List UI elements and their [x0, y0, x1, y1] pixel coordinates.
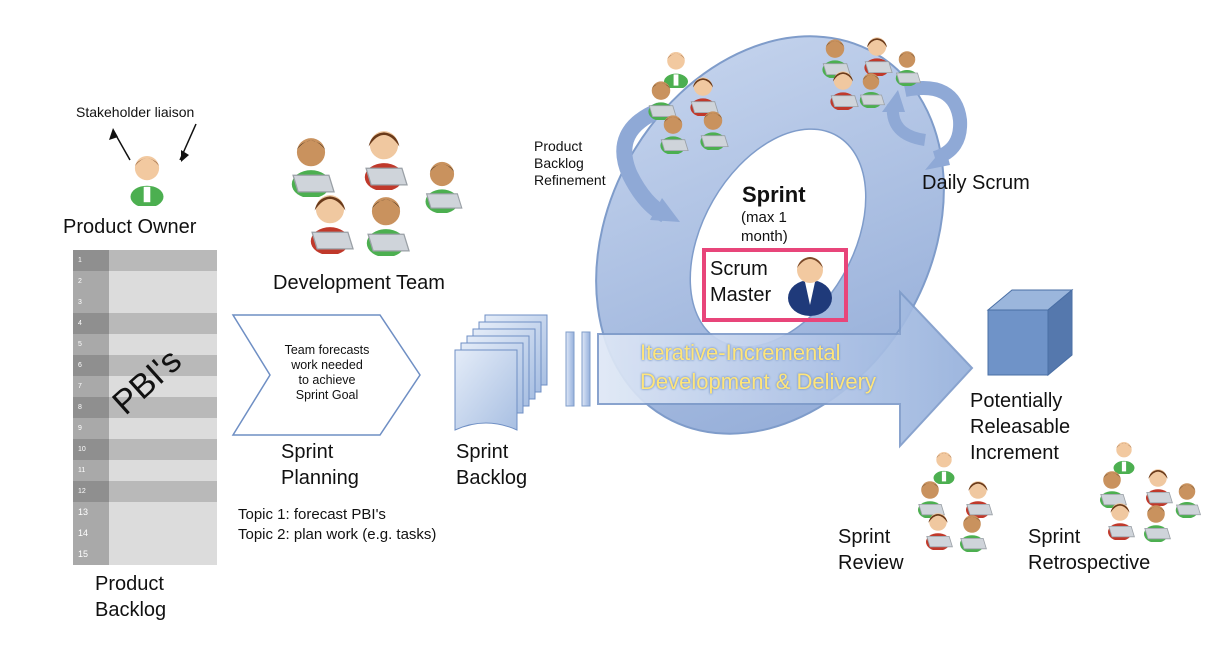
backlog-row: 7: [73, 376, 217, 397]
flow-bar: [565, 331, 575, 407]
backlog-row: 11: [73, 460, 217, 481]
person-icon: [1145, 468, 1173, 506]
backlog-row: 5: [73, 334, 217, 355]
increment-label: Potentially Releasable Increment: [970, 390, 1071, 464]
sprint-backlog-label-2: Backlog: [456, 467, 528, 489]
backlog-row: 14: [73, 523, 217, 544]
sprint-backlog-label-1: Sprint: [456, 441, 509, 463]
scrum-master-highlight: [702, 248, 848, 322]
backlog-row: 1: [73, 250, 217, 271]
person-icon: [1175, 482, 1201, 518]
backlog-row: 6: [73, 355, 217, 376]
cube-icon: [986, 288, 1074, 377]
sprint-planning-label-1: Sprint: [281, 441, 334, 463]
backlog-row: 12: [73, 481, 217, 502]
stakeholder-label: Stakeholder liaison: [76, 104, 195, 120]
backlog-row: 9: [73, 418, 217, 439]
backlog-row: 2: [73, 271, 217, 292]
sprint-planning-chevron: [231, 314, 421, 436]
big-arrow-text-2: Development & Delivery: [640, 369, 876, 394]
person-icon: [925, 512, 953, 550]
cycle-arrow-icon: [882, 81, 968, 170]
person-icon: [664, 52, 688, 88]
flow-bar: [581, 331, 591, 407]
sprint-planning-label-2: Planning: [281, 467, 359, 489]
product-owner-icon: [130, 156, 164, 206]
dev-person-icon: [366, 196, 410, 256]
sprint-planning-text: Team forecasts work needed to achieve Sp…: [284, 343, 370, 402]
scrum-master-icon: [788, 257, 832, 316]
person-icon: [895, 50, 921, 86]
refinement-label: Product Backlog Refinement: [534, 138, 606, 189]
person-icon: [933, 452, 955, 484]
backlog-row: 13: [73, 502, 217, 523]
backlog-row: 8: [73, 397, 217, 418]
dev-person-icon: [364, 130, 408, 190]
backlog-row: 4: [73, 313, 217, 334]
big-flow-arrow: [597, 289, 974, 449]
person-icon: [965, 480, 993, 518]
sprint-sub-1: (max 1: [741, 209, 787, 226]
sprint-title: Sprint: [742, 182, 806, 207]
person-icon: [1099, 470, 1127, 508]
development-team-label: Development Team: [273, 272, 445, 294]
backlog-row: 10: [73, 439, 217, 460]
sprint-sub-2: month): [741, 228, 788, 245]
person-icon: [959, 514, 987, 552]
refinement-arrow: [616, 102, 669, 223]
dev-person-icon: [424, 161, 463, 213]
backlog-row: 15: [73, 544, 217, 565]
topic-2: Topic 2: plan work (e.g. tasks): [238, 526, 437, 543]
product-backlog-table: 1 2 3 4 5 6 7 8 9 10 11 12 13 14 15: [73, 250, 217, 568]
person-icon: [1113, 442, 1135, 474]
sprint-retrospective-label: Sprint Retrospective: [1028, 526, 1151, 574]
topic-1: Topic 1: forecast PBI's: [238, 506, 386, 523]
product-backlog-label-1: Product: [95, 573, 164, 595]
daily-scrum-label: Daily Scrum: [922, 172, 1030, 194]
dev-person-icon: [291, 137, 335, 197]
backlog-row: 3: [73, 292, 217, 313]
document-stack-icon: [454, 314, 548, 431]
big-arrow-text-1: Iterative-Incremental: [640, 340, 841, 365]
dev-person-icon: [310, 194, 354, 254]
scrum-master-label-1: Scrum: [710, 258, 768, 280]
person-icon: [917, 480, 945, 518]
product-backlog-label-2: Backlog: [95, 599, 167, 621]
sprint-review-label: Sprint Review: [838, 526, 904, 574]
scrum-master-label-2: Master: [710, 284, 772, 306]
product-owner-title: Product Owner: [63, 216, 197, 238]
